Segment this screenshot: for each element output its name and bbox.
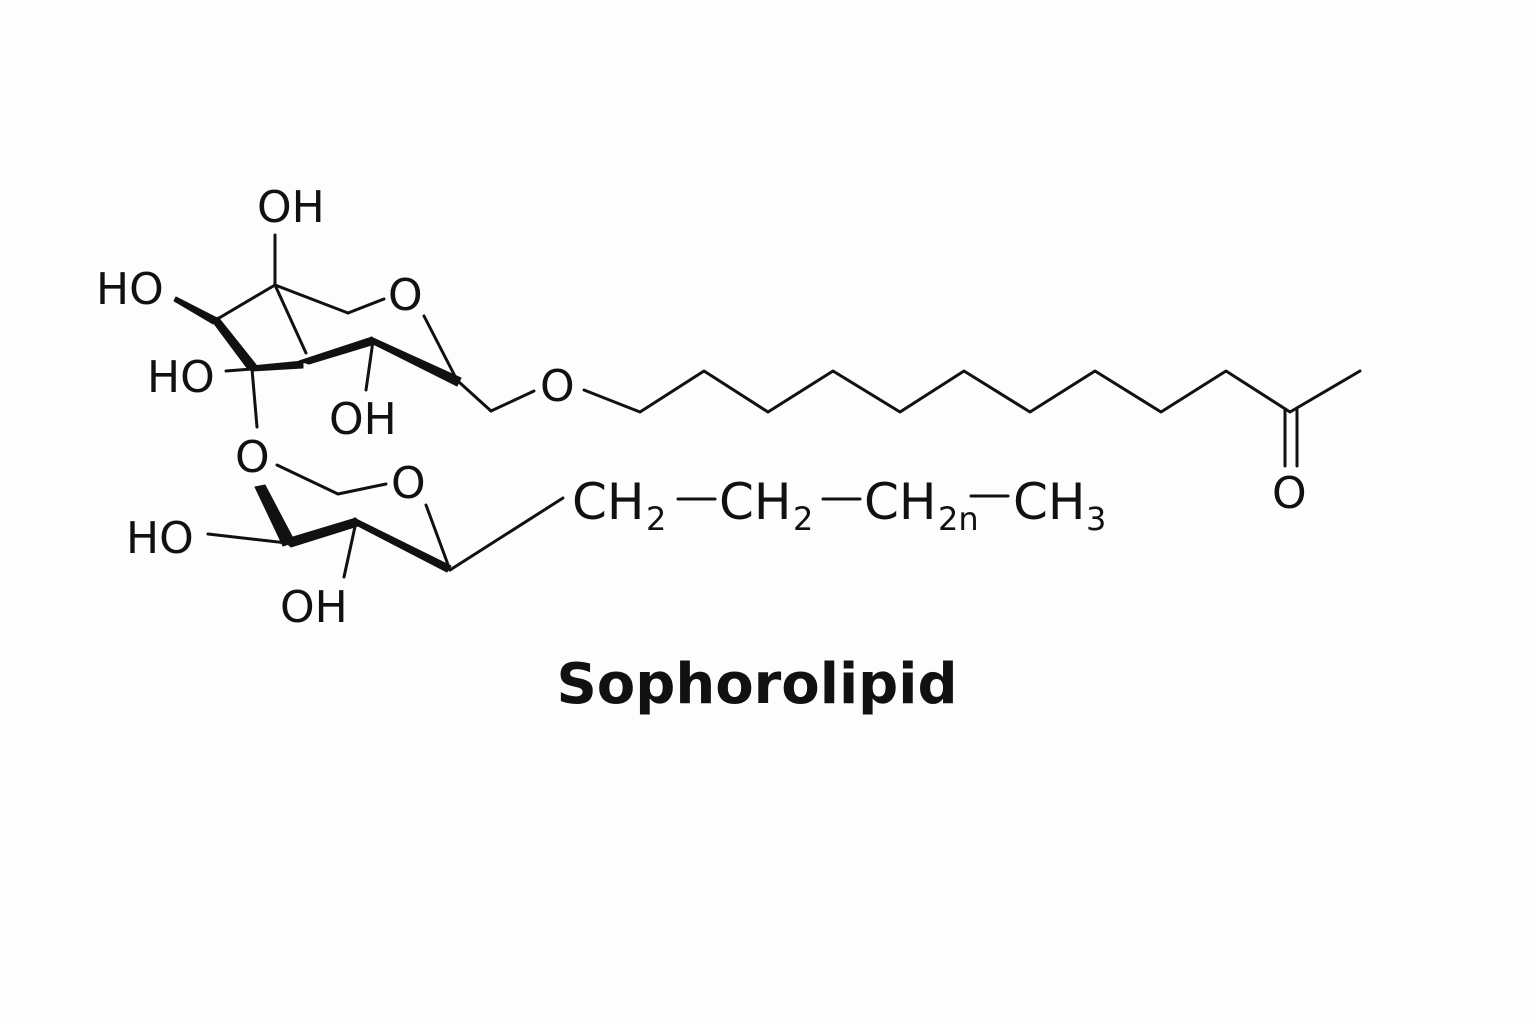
diagram-title: Sophorolipid — [556, 652, 957, 717]
bond-c4-c3 — [273, 283, 308, 355]
wedge-front-left — [251, 360, 304, 372]
bond-c1-ho — [224, 367, 254, 373]
lower-sugar-ring — [206, 463, 565, 579]
label-oh-upper-ring-bottom: OH — [329, 394, 397, 445]
wedge-c2-c1 — [211, 316, 258, 369]
tail-ch3-subscript: 3 — [1086, 500, 1106, 538]
wedge-front-right — [370, 336, 462, 387]
wedge-front-mid — [298, 336, 376, 365]
bond-c4-c5 — [273, 283, 350, 315]
label-o-glycosidic: O — [235, 432, 270, 483]
bond-glyco-o-c — [275, 463, 340, 496]
label-o-ether: O — [540, 361, 575, 412]
bond-ring-o-c5 — [424, 503, 452, 572]
tail-ch2-1-subscript: 2 — [646, 500, 666, 538]
label-oh-top: OH — [257, 182, 325, 233]
tail-ch3: CH — [1013, 473, 1086, 531]
tail-ch2-1: CH — [572, 473, 645, 531]
bond-c1-glycosidic — [250, 367, 259, 429]
bond-c1-ch2 — [457, 380, 493, 413]
upper-sugar-ring — [173, 233, 536, 429]
tail-ch2-2: CH — [719, 473, 792, 531]
bond-c4-c2 — [212, 283, 277, 323]
label-ho-mid-left: HO — [147, 352, 215, 403]
label-ring-o-lower: O — [391, 458, 426, 509]
wedge-lower-front-left — [282, 517, 359, 548]
bond-ch2-o — [489, 389, 536, 413]
tail-ch2-2-subscript: 2 — [793, 500, 813, 538]
tail-ch2-3: CH — [864, 473, 937, 531]
tail-ch2-3-subscript: 2n — [938, 500, 979, 538]
condensed-tail-formula: CH 2 CH 2 CH 2n CH 3 — [572, 473, 1106, 538]
bond-c-ho — [206, 532, 289, 545]
label-ho-lower-left: HO — [126, 513, 194, 564]
wedge-lower-left — [254, 484, 296, 547]
label-o-carbonyl: O — [1272, 468, 1307, 519]
bond-c5-tail — [448, 496, 565, 572]
bond-ring-o-c1 — [422, 314, 460, 384]
bond-c2-oh — [364, 339, 375, 392]
bond-c5-ring-o — [346, 297, 386, 315]
label-oh-lower-bottom: OH — [280, 582, 348, 633]
bond-c-ring-o — [336, 482, 388, 496]
label-ring-o-upper: O — [388, 270, 423, 321]
zigzag-chain — [582, 369, 1362, 414]
wedge-c2-ho — [173, 296, 218, 325]
label-ho-upper-left: HO — [96, 264, 164, 315]
bond-c-oh — [342, 520, 358, 579]
wedge-lower-front-right — [353, 517, 452, 573]
